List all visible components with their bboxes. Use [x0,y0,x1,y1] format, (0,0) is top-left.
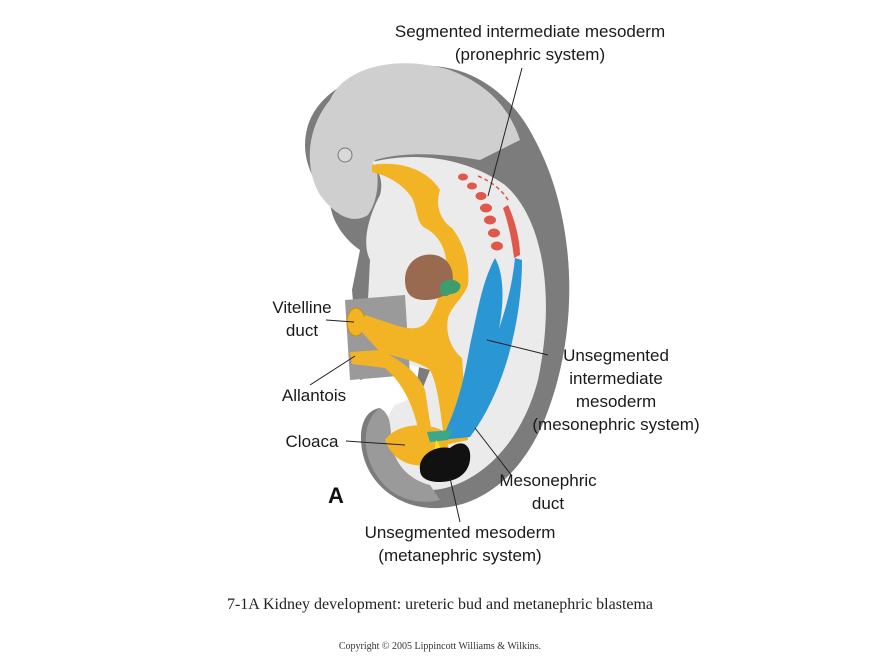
leader-cloaca [345,440,406,446]
unsegmented-intermediate-mesoderm [445,258,503,432]
pronephric-segments [458,173,503,251]
label-vitelline-line2: duct [286,321,318,340]
metanephric-blastema [419,443,471,482]
mesonephric-duct [440,258,522,440]
duct-into-cloaca [427,430,452,442]
label-segmented-line2: (pronephric system) [455,45,605,64]
pronephric-segment [484,215,496,225]
leader-allantois [309,355,356,386]
label-segmented-line1: Segmented intermediate mesoderm [395,22,665,41]
label-vitelline-line1: Vitelline [272,298,331,317]
pancreas-bud [440,279,461,297]
label-unseg-int-line2: intermediate [569,369,663,388]
figure-caption: 7-1A Kidney development: ureteric bud an… [226,596,654,613]
gut-endoderm [360,163,469,445]
nephrogenic-cord [503,205,520,258]
otic-placode [337,147,353,163]
label-allantois: Allantois [282,386,346,405]
leader-segmented [487,67,523,197]
label-unseg-int-line1: Unsegmented [563,346,669,365]
label-unseg-meso-line2: (metanephric system) [378,546,541,565]
pronephric-segment [488,228,500,238]
leader-vitelline [325,319,355,323]
label-unseg-int-line3: mesoderm [576,392,656,411]
label-mesonephric-line1: Mesonephric [499,471,597,490]
leader-unsegmented-intermediate [486,339,549,356]
pronephric-segment [491,241,503,251]
copyright-notice: Copyright © 2005 Lippincott Williams & W… [338,641,542,652]
label-unseg-int-line4: (mesonephric system) [532,415,699,434]
pronephric-segment [475,192,487,200]
label-unseg-meso-line1: Unsegmented mesoderm [365,523,556,542]
label-cloaca: Cloaca [286,432,339,451]
leader-lines [309,67,549,523]
embryo-head [309,63,520,219]
pronephric-segment [467,182,477,190]
leader-mesonephric-duct [474,427,513,477]
leader-unsegmented-mesoderm [449,477,461,523]
panel-letter: A [328,483,344,508]
pronephric-segment [458,173,468,181]
pronephric-dashed-line [477,175,509,201]
allantois-duct [350,350,432,438]
tail-curl [365,408,440,502]
label-mesonephric-line2: duct [532,494,564,513]
pronephric-segment [480,203,492,213]
embryo-inner-body [366,156,546,491]
